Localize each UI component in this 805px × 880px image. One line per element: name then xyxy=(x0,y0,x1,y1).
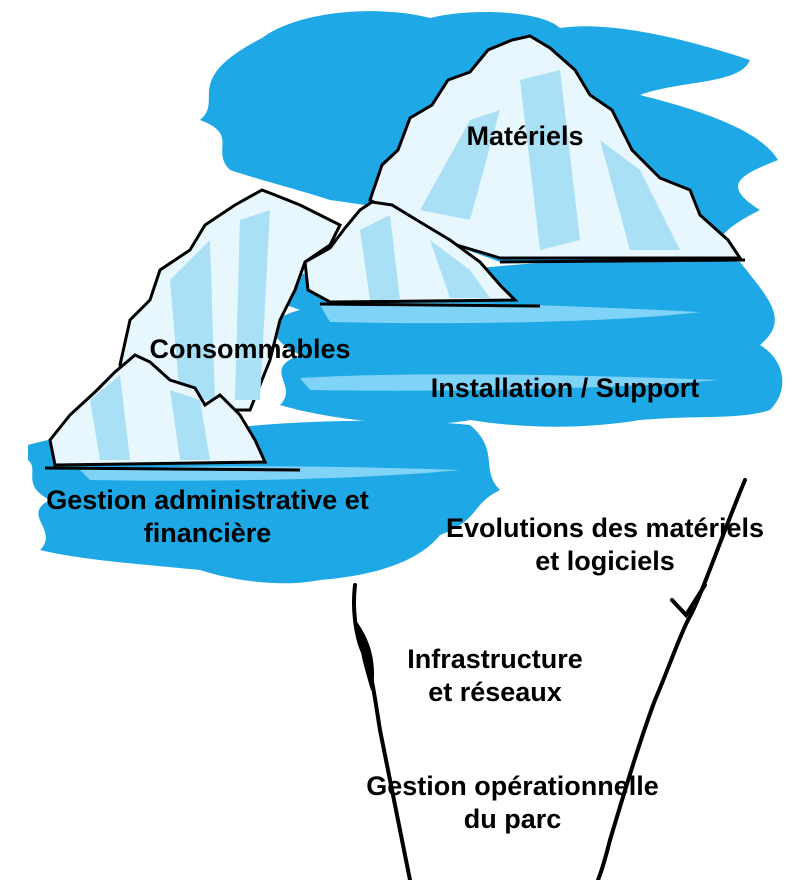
label-evolutions: Evolutions des matériels et logiciels xyxy=(410,512,800,578)
label-infrastructure-line2: et réseaux xyxy=(428,677,562,707)
water-highlight-3 xyxy=(300,374,720,391)
label-installation-support: Installation / Support xyxy=(395,372,735,405)
label-evolutions-line2: et logiciels xyxy=(535,546,675,576)
underwater-outline xyxy=(351,478,747,880)
iceberg-left xyxy=(118,188,343,412)
underwater-left-edge xyxy=(351,583,412,880)
underwater-right-notch xyxy=(670,583,707,619)
iceberg-front-shade xyxy=(90,375,210,460)
iceberg-small xyxy=(303,200,541,308)
label-gestion-administrative: Gestion administrative et financière xyxy=(10,484,405,550)
iceberg-left-body xyxy=(118,188,343,412)
iceberg-front xyxy=(44,353,301,472)
iceberg-large-base-line xyxy=(499,258,746,264)
underwater-left-blob xyxy=(356,621,374,691)
label-materiels: Matériels xyxy=(425,120,625,153)
underwater-right-edge xyxy=(596,478,747,880)
label-gestion-operationnelle: Gestion opérationnelle du parc xyxy=(330,770,695,836)
label-gestion-administrative-line2: financière xyxy=(143,518,272,548)
label-evolutions-line1: Evolutions des matériels xyxy=(445,513,765,543)
label-gestion-operationnelle-line1: Gestion opérationnelle xyxy=(366,771,659,801)
label-gestion-administrative-line1: Gestion administrative et xyxy=(46,485,369,515)
label-materiels-text: Matériels xyxy=(466,121,584,151)
iceberg-large-shade xyxy=(420,70,680,250)
iceberg-large xyxy=(368,34,746,264)
label-gestion-operationnelle-line2: du parc xyxy=(463,804,562,834)
iceberg-small-base-line xyxy=(319,302,541,308)
label-infrastructure-line1: Infrastructure xyxy=(407,644,583,674)
water-highlight-1 xyxy=(320,302,700,324)
label-consommables-text: Consommables xyxy=(149,334,351,364)
iceberg-small-shade xyxy=(360,215,490,300)
label-installation-support-text: Installation / Support xyxy=(430,373,700,403)
label-infrastructure: Infrastructure et réseaux xyxy=(385,643,605,709)
iceberg-front-base-line xyxy=(44,466,301,472)
iceberg-left-shade xyxy=(170,210,270,400)
label-consommables: Consommables xyxy=(120,333,380,366)
